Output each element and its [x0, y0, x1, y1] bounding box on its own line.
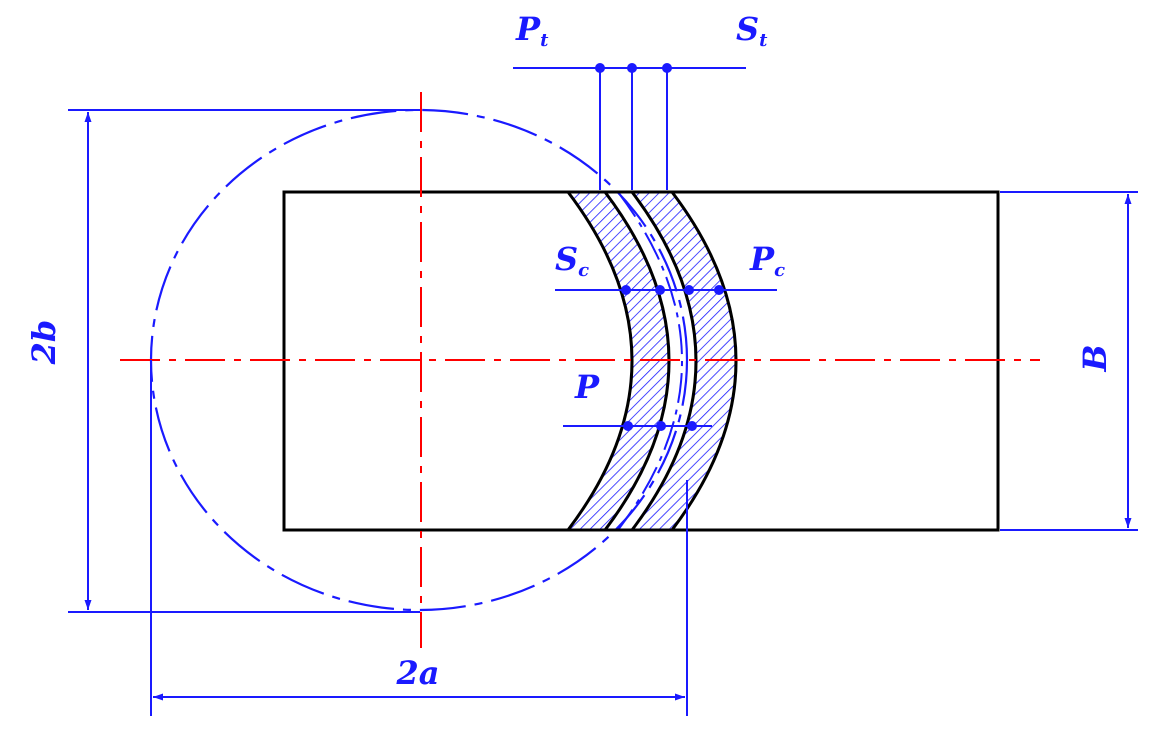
top-leader-pt-st: [513, 67, 746, 190]
lower-dot-1: [623, 421, 633, 431]
middle-dot-3: [684, 285, 694, 295]
label-2b: 2b: [25, 320, 63, 366]
top-dot-1: [595, 63, 605, 73]
top-dot-3: [662, 63, 672, 73]
hatched-bead-regions: [568, 192, 736, 530]
top-dot-2: [627, 63, 637, 73]
label-b: B: [1076, 344, 1114, 372]
middle-dot-4: [714, 285, 724, 295]
label-p: P: [574, 368, 600, 406]
label-st: St: [736, 10, 768, 51]
label-2a: 2a: [396, 654, 440, 692]
bead-curve-1: [566, 192, 634, 530]
lower-dot-2: [656, 421, 666, 431]
middle-dot-1: [621, 285, 631, 295]
hatched-region-right: [632, 192, 736, 530]
top-leader-dots: [595, 63, 672, 73]
label-pc: Pc: [749, 240, 785, 281]
middle-dot-2: [655, 285, 665, 295]
bead-center-dashdot-arc: [617, 192, 683, 530]
dimension-2b: [68, 109, 420, 613]
bead-curve-3: [630, 192, 698, 530]
lower-leader-dots: [623, 421, 697, 431]
label-pt: Pt: [515, 10, 549, 51]
label-sc: Sc: [555, 240, 589, 281]
lower-dot-3: [687, 421, 697, 431]
dimension-2a: [150, 360, 688, 716]
dimension-b: [1000, 191, 1138, 531]
hatched-region-left: [568, 192, 669, 530]
middle-leader-dots: [621, 285, 724, 295]
